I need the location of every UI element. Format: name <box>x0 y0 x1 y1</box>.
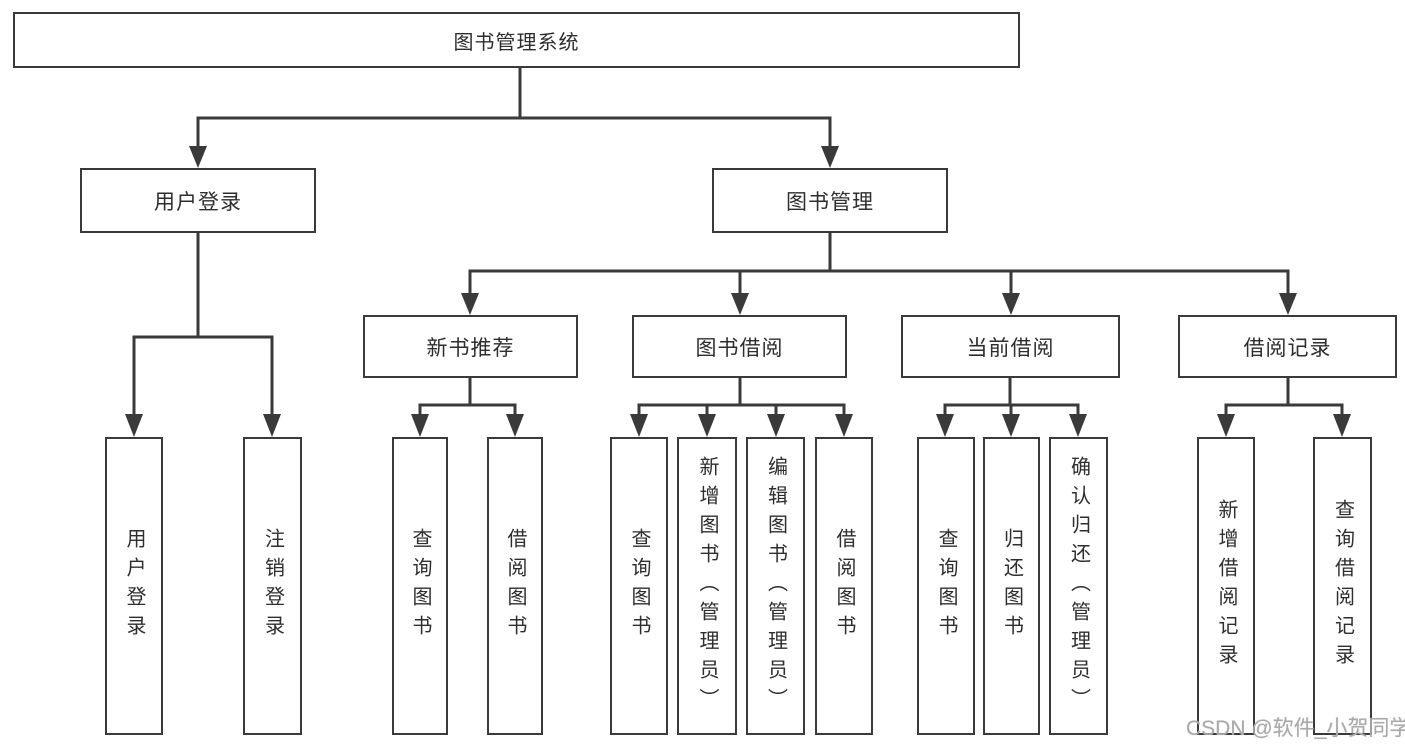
arrowhead-icon <box>1333 414 1351 437</box>
connector <box>132 233 274 418</box>
leaf-borrow-books-2: 借阅图书 <box>815 437 873 735</box>
arrowhead-icon <box>1069 414 1087 437</box>
arrowhead-icon <box>821 146 839 168</box>
node-label: 图书管理 <box>786 190 874 214</box>
node-label: 用户登录 <box>154 190 242 214</box>
leaf-add-books-admin: 新增图书（管理员） <box>677 437 737 735</box>
node-label: 查询图书 <box>628 528 650 644</box>
connector <box>196 116 832 150</box>
node-label: 新书推荐 <box>426 336 515 360</box>
arrowhead-icon <box>731 293 749 315</box>
watermark: CSDN @软件_小贺同学 <box>1186 717 1405 740</box>
connector <box>943 378 1080 418</box>
arrowhead-icon <box>506 414 524 437</box>
node-current-borrow: 当前借阅 <box>901 315 1120 378</box>
connector <box>418 378 517 418</box>
node-label: 查询图书 <box>935 528 957 644</box>
arrowhead-icon <box>767 414 785 437</box>
leaf-borrow-books-1: 借阅图书 <box>487 437 543 735</box>
arrowhead-icon <box>411 414 429 437</box>
arrowhead-icon <box>1002 414 1020 437</box>
node-label: 借阅图书 <box>833 528 855 644</box>
node-label: 当前借阅 <box>966 336 1055 360</box>
arrowhead-icon <box>1279 293 1297 315</box>
arrowhead-icon <box>698 414 716 437</box>
leaf-return-books: 归还图书 <box>983 437 1040 735</box>
node-root-system: 图书管理系统 <box>13 12 1020 68</box>
node-user-login: 用户登录 <box>80 168 316 233</box>
node-label: 查询借阅记录 <box>1331 499 1354 673</box>
arrowhead-icon <box>189 146 207 168</box>
leaf-query-books-2: 查询图书 <box>610 437 668 735</box>
node-borrow-records: 借阅记录 <box>1178 315 1397 378</box>
node-label: 借阅图书 <box>504 528 526 644</box>
arrowhead-icon <box>1002 293 1020 315</box>
leaf-query-books-3: 查询图书 <box>917 437 975 735</box>
arrowhead-icon <box>835 414 853 437</box>
node-label: 归还图书 <box>1000 528 1023 644</box>
node-label: 查询图书 <box>409 528 431 644</box>
arrowhead-icon <box>630 414 648 437</box>
node-book-borrow: 图书借阅 <box>632 315 847 378</box>
arrowhead-icon <box>461 293 479 315</box>
arrowhead-icon <box>263 414 281 437</box>
leaf-add-borrow-record: 新增借阅记录 <box>1197 437 1255 735</box>
node-label: 注销登录 <box>261 528 284 644</box>
node-label: 确认归还（管理员） <box>1067 455 1090 717</box>
arrowhead-icon <box>125 414 143 437</box>
leaf-user-login: 用户登录 <box>105 437 163 735</box>
node-label: 借阅记录 <box>1243 336 1332 360</box>
node-new-book-recommend: 新书推荐 <box>363 315 578 378</box>
leaf-query-borrow-record: 查询借阅记录 <box>1313 437 1372 735</box>
node-label: 编辑图书（管理员） <box>764 455 787 717</box>
arrowhead-icon <box>936 414 954 437</box>
connector <box>637 378 846 418</box>
connector <box>1224 378 1344 418</box>
arrowhead-icon <box>1217 414 1235 437</box>
leaf-query-books-1: 查询图书 <box>392 437 448 735</box>
node-label: 图书管理系统 <box>453 31 580 54</box>
leaf-edit-books-admin: 编辑图书（管理员） <box>746 437 805 735</box>
leaf-confirm-return-admin: 确认归还（管理员） <box>1049 437 1108 735</box>
node-label: 图书借阅 <box>695 336 784 360</box>
node-book-management: 图书管理 <box>712 168 948 233</box>
leaf-logout: 注销登录 <box>243 437 302 735</box>
node-label: 用户登录 <box>123 528 145 644</box>
node-label: 新增图书（管理员） <box>696 455 718 717</box>
node-label: 新增借阅记录 <box>1215 499 1237 673</box>
connector <box>468 233 1290 297</box>
